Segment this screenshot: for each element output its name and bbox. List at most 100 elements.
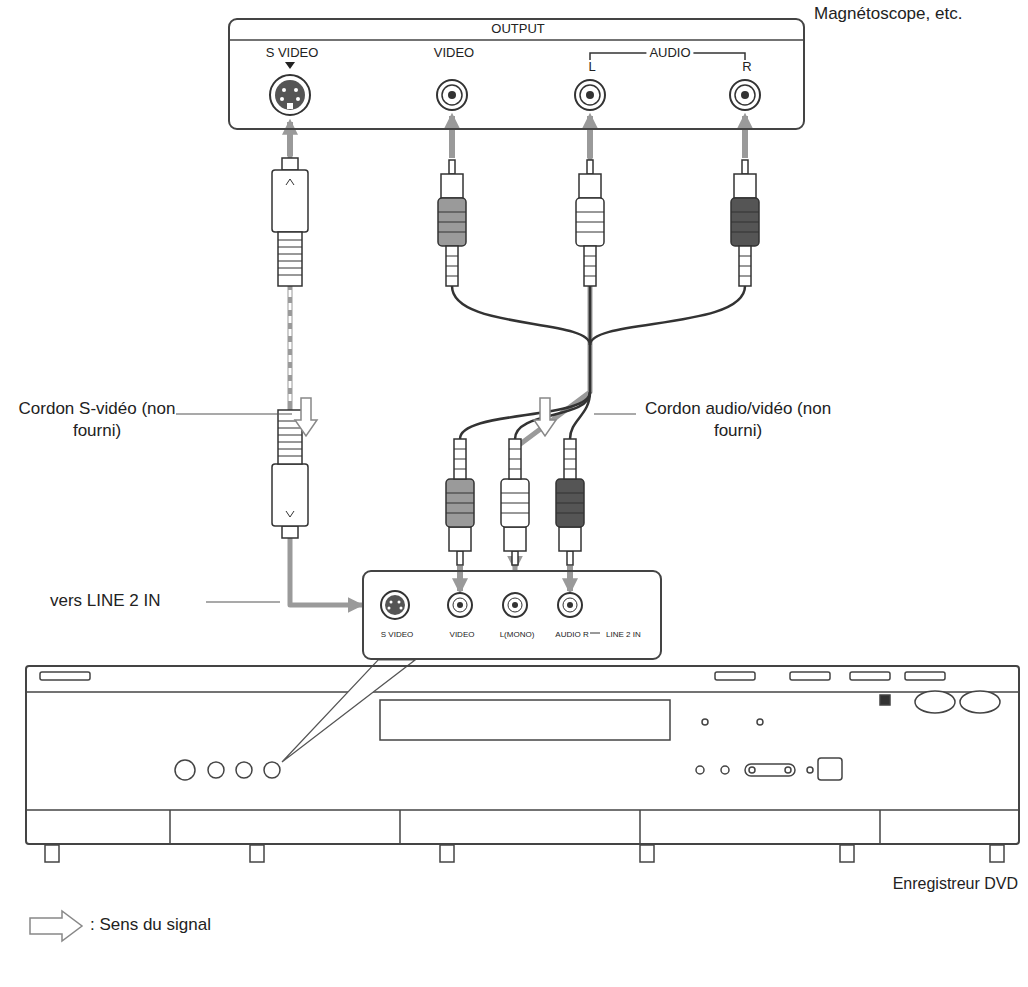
- jack-label: VIDEO: [450, 630, 475, 639]
- drawing-part: [589, 345, 592, 392]
- drawing-part: [438, 160, 466, 286]
- drawing-part: [807, 767, 813, 773]
- vcr-jacks: [228, 40, 805, 115]
- drawing-part: [501, 439, 529, 565]
- drawing-part: [639, 810, 641, 845]
- drawing-part: [696, 766, 704, 774]
- drawing-part: [275, 80, 305, 110]
- jack-label: AUDIO R: [555, 630, 588, 639]
- drawing-part: [460, 392, 590, 439]
- drawing-part: [440, 845, 454, 862]
- drawing-part: [594, 413, 636, 414]
- dvd-recorder-body: [27, 672, 1018, 862]
- plug-arrows: [290, 116, 745, 591]
- drawing-part: [390, 601, 393, 604]
- callout-pointer: [282, 660, 415, 762]
- drawing-part: [702, 719, 708, 725]
- connection-note: vers LINE 2 IN: [50, 590, 210, 612]
- drawing-part: [448, 91, 456, 99]
- drawing-part: [567, 602, 573, 608]
- drawing-part: [380, 700, 670, 740]
- drawing-part: [236, 762, 252, 778]
- drawing-part: [879, 810, 881, 845]
- drawing-part: [40, 672, 90, 680]
- signal-direction-arrows: [30, 398, 556, 941]
- av-plugs: [438, 160, 759, 565]
- drawing-part: [280, 97, 284, 101]
- drawing-part: [840, 845, 854, 862]
- drawing-part: [285, 62, 295, 69]
- drawing-part: [735, 85, 755, 105]
- drawing-part: [169, 810, 171, 845]
- legend-entry: : Sens du signal: [90, 914, 211, 936]
- jack-label: L(MONO): [500, 630, 535, 639]
- drawing-part: [818, 758, 842, 780]
- drawing-part: [570, 392, 590, 439]
- drawing-part: [580, 85, 600, 105]
- drawing-part: [576, 160, 604, 286]
- device-name: Enregistreur DVD: [893, 875, 1018, 893]
- drawing-part: [715, 672, 755, 680]
- line2-in-panel: S VIDEOVIDEOL(MONO)AUDIO RLINE 2 IN: [362, 570, 662, 660]
- channel-label: R: [742, 60, 751, 75]
- drawing-part: [731, 160, 759, 286]
- drawing-part: [250, 845, 264, 862]
- drawing-part: [558, 593, 582, 617]
- drawing-part: [745, 764, 795, 776]
- drawing-part: [30, 911, 82, 941]
- drawing-part: [880, 695, 890, 705]
- drawing-part: [27, 809, 1018, 811]
- drawing-part: [556, 439, 584, 565]
- drawing-part: [721, 766, 729, 774]
- drawing-part: [589, 286, 592, 345]
- jack-label: VIDEO: [434, 46, 474, 61]
- drawing-part: [449, 116, 455, 158]
- drawing-part: [453, 598, 467, 612]
- drawing-part: [289, 290, 292, 406]
- drawing-part: [206, 601, 280, 602]
- drawing-part: [381, 591, 409, 619]
- drawing-part: [741, 91, 749, 99]
- drawing-part: [270, 75, 310, 115]
- drawing-part: [452, 286, 590, 345]
- drawing-part: [960, 691, 1000, 713]
- s-video-plugs: [272, 158, 308, 538]
- drawing-part: [437, 80, 467, 110]
- drawing-part: [399, 810, 401, 845]
- drawing-part: [272, 158, 308, 286]
- drawing-part: [287, 103, 293, 109]
- drawing-part: [208, 762, 224, 778]
- leader-lines: [176, 414, 636, 602]
- drawing-part: [508, 598, 522, 612]
- drawing-part: [587, 116, 593, 158]
- drawing-part: [730, 80, 760, 110]
- drawing-part: [287, 122, 293, 156]
- drawing-part: [757, 719, 763, 725]
- drawing-part: [915, 691, 955, 713]
- drawing-part: [296, 97, 300, 101]
- drawing-part: [905, 672, 945, 680]
- drawing-part: [45, 845, 59, 862]
- drawing-part: [503, 593, 527, 617]
- drawing-part: [640, 845, 654, 862]
- drawing-part: [176, 413, 292, 414]
- drawing-part: [990, 845, 1004, 862]
- jack-label: S VIDEO: [381, 630, 413, 639]
- jack-group-label: AUDIO: [646, 46, 693, 61]
- drawing-part: [590, 286, 745, 345]
- drawing-part: [388, 607, 391, 610]
- jack-label: S VIDEO: [266, 46, 319, 61]
- drawing-part: [742, 116, 748, 158]
- drawing-part: [534, 398, 556, 436]
- drawing-part: [282, 660, 415, 762]
- drawing-part: [385, 595, 405, 615]
- panel-title: OUTPUT: [491, 22, 544, 37]
- cable-label: Cordon S-vidéo (non fourni): [18, 398, 176, 442]
- dvd-recorder: Enregistreur DVD: [25, 665, 1020, 845]
- drawing-part: [790, 672, 830, 680]
- drawing-part: [515, 392, 590, 439]
- drawing-part: [749, 767, 755, 773]
- channel-label: L: [588, 60, 595, 75]
